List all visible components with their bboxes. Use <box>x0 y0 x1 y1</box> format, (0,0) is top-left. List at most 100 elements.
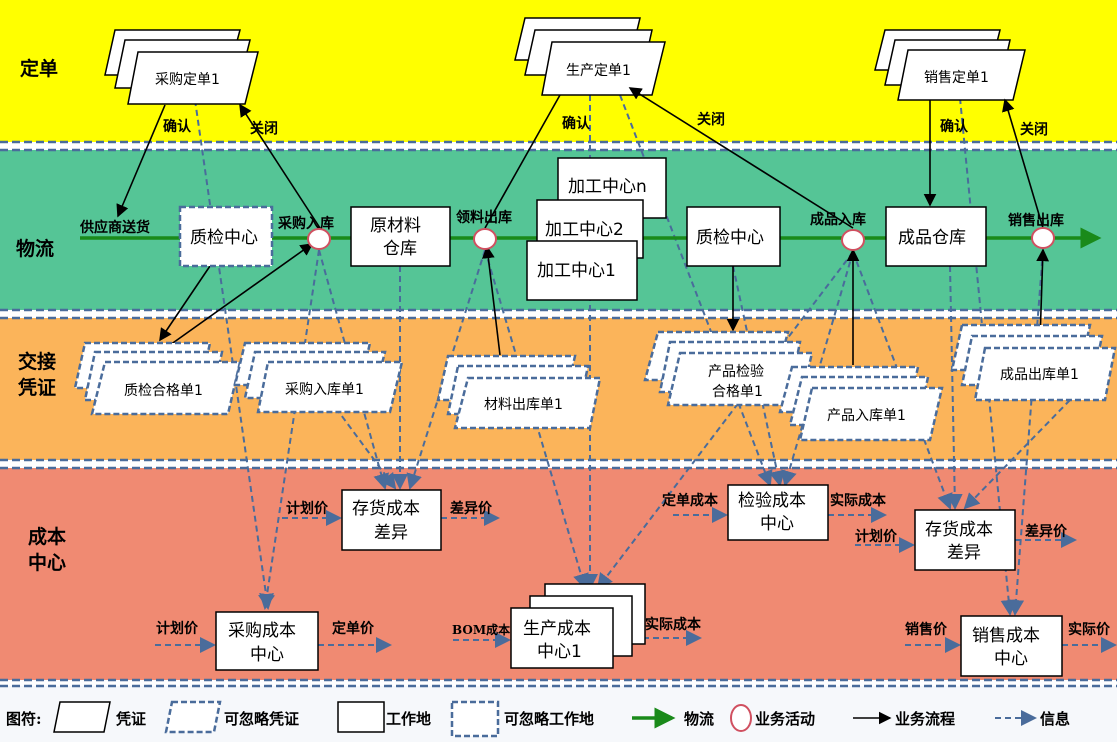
close-label-sales: 关闭 <box>1020 121 1048 138</box>
qc-pass-voucher[interactable]: 质检合格单1 <box>73 341 242 416</box>
close-label-production: 关闭 <box>697 111 725 128</box>
bom-cost-label: BOM成本 <box>452 622 510 637</box>
legend-workplace-icon <box>337 701 385 733</box>
legend-voucher-label: 凭证 <box>115 710 146 728</box>
legend-activity-label: 业务活动 <box>755 710 815 728</box>
plan-price-label-2: 计划价 <box>855 528 898 545</box>
activity-purchase-in[interactable] <box>307 228 331 250</box>
purchase-order-label: 采购定单1 <box>155 72 220 88</box>
legend-logistics-label: 物流 <box>684 710 714 728</box>
legend-title: 图符: <box>6 710 42 728</box>
row-label-order: 定单 <box>20 57 58 80</box>
work-center-1[interactable]: 加工中心1 <box>526 240 638 301</box>
product-in-voucher-label: 产品入库单1 <box>827 408 906 424</box>
order-cost-label: 定单成本 <box>662 492 719 509</box>
inv-diff-2-label-2: 差异 <box>947 543 981 563</box>
inspect-label-1: 检验成本 <box>738 491 806 511</box>
business-flow-lines <box>116 87 1050 365</box>
qc-center-1[interactable]: 质检中心 <box>178 205 274 268</box>
actual-cost-label-2: 实际成本 <box>645 616 702 633</box>
legend-voucher-icon <box>53 701 111 733</box>
legend: 图符: 凭证 可忽略凭证 工作地 可忽略工作地 物流 业务活动 业务流程 信息 <box>6 700 1070 738</box>
raw-store-label-2: 仓库 <box>383 239 417 259</box>
legend-optional-voucher-label: 可忽略凭证 <box>224 710 299 728</box>
inspect-label-2: 中心 <box>760 514 794 534</box>
production-order-voucher[interactable]: 生产定单1 <box>514 17 666 96</box>
legend-optional-voucher-icon <box>164 700 222 734</box>
wc-1-label: 加工中心1 <box>537 261 616 281</box>
product-qc-label-1: 产品检验 <box>708 364 764 380</box>
purchase-in-voucher[interactable]: 采购入库单1 <box>233 341 404 414</box>
actual-cost-label-1: 实际成本 <box>830 492 887 509</box>
confirm-label-purchase: 确认 <box>163 118 192 135</box>
production-cost-label-1: 生产成本 <box>523 619 591 639</box>
close-label-purchase: 关闭 <box>250 120 278 137</box>
inv-diff-1-label-1: 存货成本 <box>352 499 420 519</box>
row-label-logistics: 物流 <box>16 237 54 260</box>
legend-info-label: 信息 <box>1040 710 1070 728</box>
product-in-voucher[interactable]: 产品入库单1 <box>778 365 944 442</box>
sales-cost-label-2: 中心 <box>994 649 1028 669</box>
legend-optional-workplace-label: 可忽略工作地 <box>504 710 594 728</box>
product-in-label: 成品入库 <box>810 211 866 228</box>
qc-center-2[interactable]: 质检中心 <box>686 206 781 267</box>
wc-2-label: 加工中心2 <box>545 220 624 240</box>
legend-optional-workplace-icon <box>450 700 500 738</box>
production-order-label: 生产定单1 <box>566 63 631 79</box>
qc-center-2-label: 质检中心 <box>696 228 764 248</box>
supplier-delivery-label: 供应商送货 <box>79 219 150 236</box>
product-qc-label-2: 合格单1 <box>712 384 763 400</box>
raw-store-label-1: 原材料 <box>370 216 421 236</box>
legend-process-label: 业务流程 <box>895 710 955 728</box>
finished-out-label: 成品出库单1 <box>1000 367 1079 383</box>
row-label-voucher: 交接 <box>18 350 56 373</box>
row-label-cost: 成本 <box>28 525 66 548</box>
band-dividers <box>0 140 1117 688</box>
row-label-cost-2: 中心 <box>28 551 66 574</box>
product-store-label: 成品仓库 <box>898 228 966 248</box>
sales-order-label: 销售定单1 <box>924 70 989 86</box>
purchase-cost-label-2: 中心 <box>250 645 284 665</box>
qc-center-1-label: 质检中心 <box>190 228 258 248</box>
product-qc-voucher[interactable]: 产品检验 合格单1 <box>643 330 814 407</box>
diff-price-label-2: 差异价 <box>1025 523 1068 540</box>
purchase-in-label: 采购入库 <box>277 215 334 232</box>
issue-label: 领料出库 <box>456 209 512 226</box>
sales-order-voucher[interactable]: 销售定单1 <box>874 29 1026 101</box>
plan-price-label-1: 计划价 <box>286 500 329 517</box>
diff-price-label-1: 差异价 <box>450 500 493 517</box>
actual-price-label: 实际价 <box>1068 621 1111 638</box>
activity-product-in[interactable] <box>841 229 865 251</box>
finished-out-voucher[interactable]: 成品出库单1 <box>950 323 1117 402</box>
wc-n-label: 加工中心n <box>568 177 647 197</box>
confirm-label-sales: 确认 <box>940 118 969 135</box>
legend-workplace-label: 工作地 <box>386 710 431 728</box>
row-label-voucher-2: 凭证 <box>17 376 56 399</box>
qc-pass-label: 质检合格单1 <box>124 383 203 399</box>
sales-out-label: 销售出库 <box>1008 212 1064 229</box>
plan-price-label-3: 计划价 <box>156 620 199 637</box>
activity-issue[interactable] <box>473 228 497 250</box>
confirm-label-production: 确认 <box>562 115 591 132</box>
purchase-order-voucher[interactable]: 采购定单1 <box>104 29 259 105</box>
order-price-label: 定单价 <box>332 620 375 637</box>
finished-goods-store[interactable]: 成品仓库 <box>885 206 987 267</box>
material-out-voucher[interactable]: 材料出库单1 <box>436 354 602 430</box>
sales-price-label: 销售价 <box>905 621 948 638</box>
purchase-in-voucher-label: 采购入库单1 <box>285 382 364 398</box>
production-cost-label-2: 中心1 <box>537 642 582 662</box>
inv-diff-1-label-2: 差异 <box>374 523 408 543</box>
sales-cost-label-1: 销售成本 <box>972 626 1040 646</box>
legend-activity-icon <box>730 704 752 732</box>
activity-sales-out[interactable] <box>1031 227 1055 249</box>
inv-diff-2-label-1: 存货成本 <box>925 520 993 540</box>
